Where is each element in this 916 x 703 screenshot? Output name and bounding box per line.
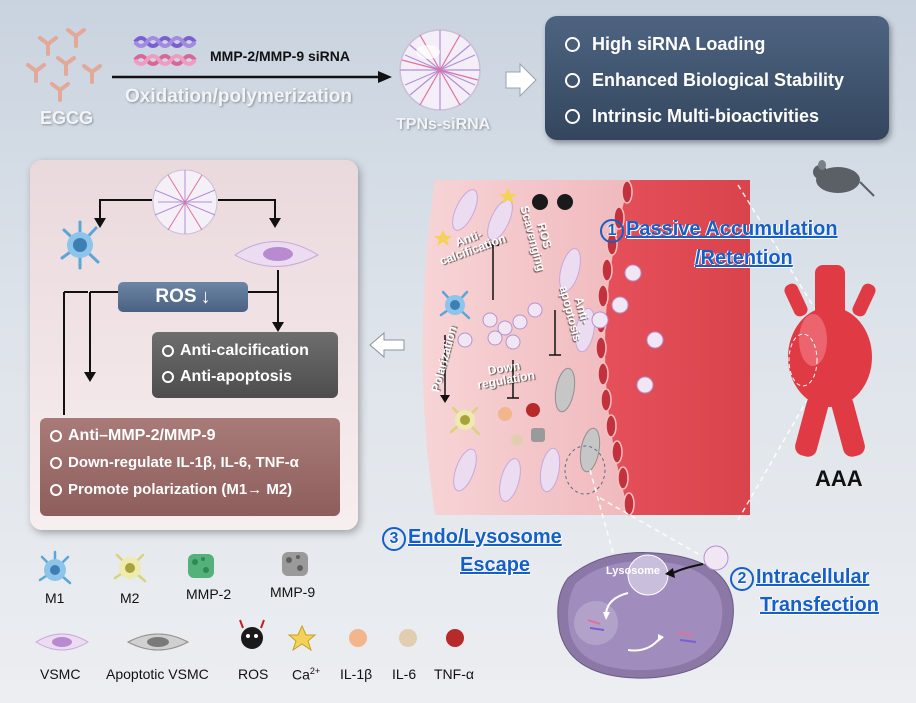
- vessel-tissue-graphics: [422, 180, 750, 516]
- step1-label-line2: /Retention: [695, 247, 793, 269]
- bullet-icon: [565, 73, 580, 88]
- mmp-item: Promote polarization (M1→ M2): [50, 481, 292, 498]
- mmp-item: Down-regulate IL-1β, IL-6, TNF-α: [50, 454, 299, 471]
- calc-item: Anti-apoptosis: [162, 368, 292, 386]
- tpns-sirna-particle-icon: [399, 29, 481, 111]
- legend-ros-icon: [239, 619, 265, 649]
- mmp-item: Anti–MMP-2/MMP-9: [50, 427, 216, 445]
- step1-number: 1: [600, 219, 624, 243]
- sirna-strands-icon: [133, 36, 197, 66]
- legend-mmp2-icon: [188, 554, 214, 578]
- down-arrow-icon: ↓: [200, 285, 211, 308]
- legend-vsmc-label: VSMC: [40, 666, 81, 682]
- vsmc-cell-icon: [234, 241, 319, 267]
- egcg-molecules-icon: [26, 28, 102, 102]
- legend-ca-label: Ca2+: [292, 666, 321, 683]
- calcification-apoptosis-box: Anti-calcification Anti-apoptosis: [152, 332, 338, 398]
- bullet-icon: [565, 37, 580, 52]
- legend-il1b-icon: [349, 629, 367, 647]
- m1-macrophage-icon: [60, 220, 100, 270]
- legend-apoptotic-vsmc-label: Apoptotic VSMC: [106, 666, 209, 682]
- egcg-label: EGCG: [40, 108, 94, 128]
- legend-il6-icon: [399, 629, 417, 647]
- aaa-aorta-icon: [784, 265, 876, 457]
- aaa-label: AAA: [815, 466, 863, 491]
- summary-item: Enhanced Biological Stability: [565, 70, 844, 91]
- legend-mmp9-label: MMP-9: [270, 584, 316, 600]
- bullet-icon: [50, 430, 62, 442]
- process-label: Oxidation/polymerization: [125, 86, 352, 107]
- mmp-effects-box: Anti–MMP-2/MMP-9 Down-regulate IL-1β, IL…: [40, 418, 340, 516]
- legend-graphics: [35, 550, 464, 652]
- mechanism-graphics: [60, 169, 319, 415]
- legend-tnfa-icon: [446, 629, 464, 647]
- lysosome-label: Lysosome: [606, 565, 661, 577]
- transfected-cell-graphic: [557, 545, 734, 679]
- left-arrow-icon: [369, 331, 405, 359]
- legend-apoptotic-vsmc-icon: [126, 633, 190, 651]
- legend-vsmc-icon: [35, 633, 89, 651]
- bullet-icon: [162, 345, 174, 357]
- nanoparticle-icon: [152, 169, 218, 235]
- sirna-label: MMP-2/MMP-9 siRNA: [210, 48, 351, 64]
- bullet-icon: [50, 483, 62, 496]
- summary-item: High siRNA Loading: [565, 34, 765, 55]
- legend-ros-label: ROS: [238, 666, 269, 682]
- legend-m2-icon: [113, 553, 147, 583]
- summary-item: Intrinsic Multi-bioactivities: [565, 106, 819, 127]
- legend-m1-icon: [38, 550, 72, 585]
- mouse-icon: [813, 160, 875, 197]
- step3-label-line2: Escape: [460, 554, 531, 576]
- synthesis-graphics: [26, 28, 537, 111]
- bullet-icon: [162, 371, 174, 383]
- tpns-label: TPNs-siRNA: [396, 116, 491, 133]
- legend-m2-label: M2: [120, 590, 140, 606]
- legend-mmp2-label: MMP-2: [186, 586, 232, 602]
- bullet-icon: [50, 456, 62, 469]
- step2-number: 2: [730, 567, 754, 591]
- legend-il1b-label: IL-1β: [340, 666, 373, 682]
- bullet-icon: [565, 109, 580, 124]
- legend-mmp9-icon: [282, 552, 308, 576]
- legend-m1-label: M1: [45, 590, 65, 606]
- step2-label-line2: Transfection: [760, 594, 879, 616]
- properties-summary-box: High siRNA Loading Enhanced Biological S…: [545, 16, 889, 140]
- step3-number: 3: [382, 527, 406, 551]
- legend-ca-icon: [287, 624, 317, 652]
- ros-decrease-box: ROS↓: [118, 282, 248, 312]
- legend-il6-label: IL-6: [392, 666, 417, 682]
- legend-tnfa-label: TNF-α: [434, 666, 474, 682]
- calc-item: Anti-calcification: [162, 342, 309, 360]
